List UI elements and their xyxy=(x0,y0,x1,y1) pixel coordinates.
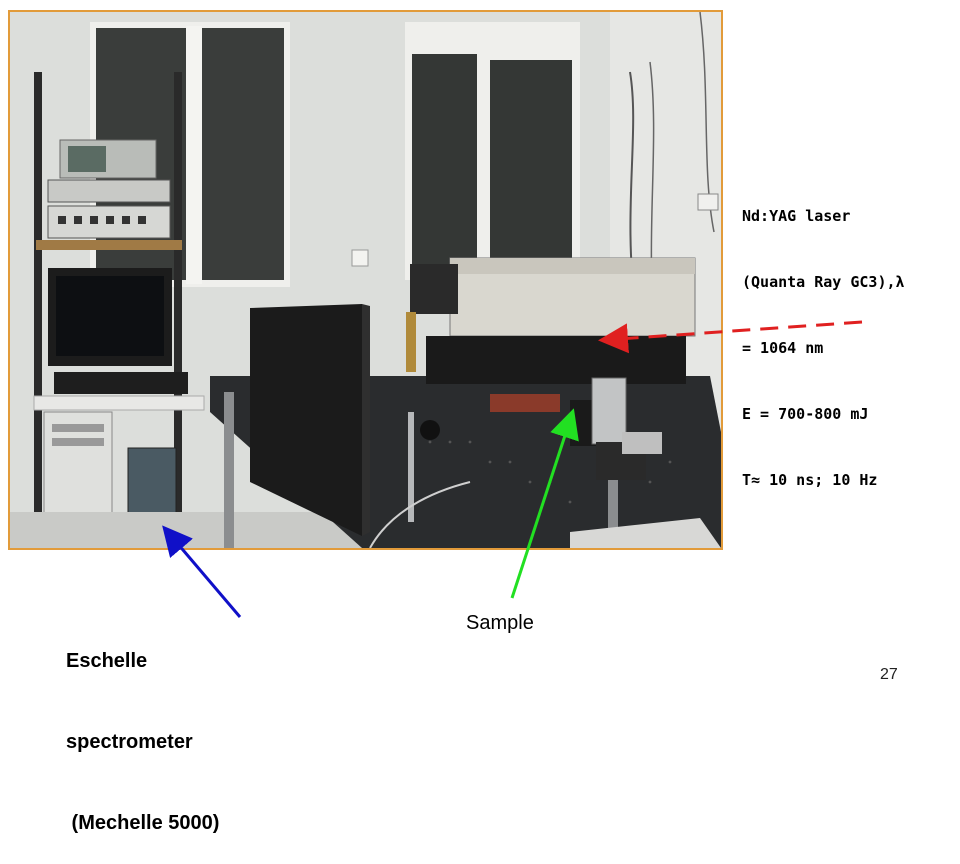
spectrometer-label-line1: Eschelle xyxy=(66,650,148,672)
laser-label-line1: Nd:YAG laser xyxy=(742,207,851,225)
sample-arrow xyxy=(510,408,579,599)
spectrometer-label-line2: spectrometer xyxy=(66,731,193,753)
laser-label-line4: E = 700-800 mJ xyxy=(742,405,869,423)
laser-label-line2: (Quanta Ray GC3),λ xyxy=(742,273,905,291)
page-number: 27 xyxy=(880,666,898,683)
laser-label: Nd:YAG laser (Quanta Ray GC3),λ = 1064 n… xyxy=(742,161,905,513)
spectrometer-label: Eschelle spectrometer (Mechelle 5000) xyxy=(66,594,219,864)
lab-setup-photo xyxy=(8,10,723,550)
laser-arrow xyxy=(598,320,863,354)
spectrometer-label-line3: (Mechelle 5000) xyxy=(66,812,220,834)
laser-label-line5: T≈ 10 ns; 10 Hz xyxy=(742,471,878,489)
sample-label: Sample xyxy=(466,612,534,634)
laser-label-line3: = 1064 nm xyxy=(742,339,824,357)
annotation-arrows xyxy=(162,320,863,618)
spectrometer-arrow xyxy=(162,525,242,618)
lab-setup-illustration xyxy=(10,12,721,548)
